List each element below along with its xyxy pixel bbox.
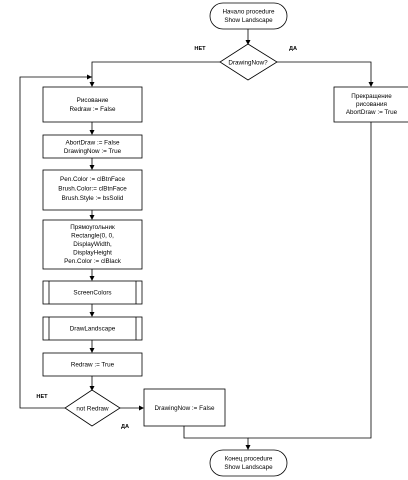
arrow-into-decision [245,40,251,45]
arrow-loop-join [87,74,92,80]
arrow-into-redraw [89,82,95,87]
edge-stop-to-end [248,122,372,439]
node-redraw-false-line-1: Рисование [77,97,109,104]
arrow-into-drawlandscape [89,312,95,317]
node-end: Конец procedure Show Landscape [209,449,288,477]
label-yes-bottom: ДА [121,424,129,430]
arrow-into-abort [89,130,95,135]
node-end-line-1: Конец procedure [225,456,273,463]
arrow-into-stop [368,82,374,87]
arrow-into-redrawtrue [89,348,95,353]
node-stop-line-2: рисования [356,101,387,108]
node-rect-line-5: Pen.Color := clBlack [64,258,122,265]
arrow-into-rect [89,215,95,220]
label-no-top: НЕТ [194,46,206,52]
arrow-into-end [245,445,251,450]
node-stop-line-3: AbortDraw := True [346,109,398,116]
node-rectangle: Прямоугольник Rectangle(0, 0, DisplayWid… [42,219,143,270]
label-no-bottom: НЕТ [36,394,48,400]
node-stop-line-1: Прекращение [351,93,392,100]
node-abort-false-line-2: DrawingNow := True [64,148,122,155]
node-end-line-2: Show Landscape [224,464,273,471]
node-start: Начало procedure Show Landscape [209,2,288,30]
node-draw-landscape-text: DrawLandscape [70,326,116,333]
node-start-line-1: Начало procedure [222,9,275,16]
node-redraw-true-text: Redraw := True [71,362,115,369]
node-abort-false-line-1: AbortDraw := False [65,140,120,147]
node-drawing-false: DrawingNow := False [143,388,226,427]
node-pen-line-2: Brush.Color:= clBtnFace [58,186,127,193]
arrow-into-redraw-decision [89,386,95,391]
node-decision-redraw: not Redraw [64,389,121,427]
node-redraw-false: Рисование Redraw := False [42,86,143,123]
node-start-line-2: Show Landscape [224,17,273,24]
arrow-into-screencolors [89,276,95,281]
node-abort-false: AbortDraw := False DrawingNow := True [42,134,143,159]
edge-decision-yes [277,61,372,86]
connectors [19,29,372,449]
edge-drawingfalse-to-end [183,426,249,449]
node-pen-line-1: Pen.Color := clBtnFace [60,176,125,183]
node-pen-brush: Pen.Color := clBtnFace Brush.Color:= clB… [42,169,143,211]
node-rect-line-1: Прямоугольник [70,224,115,231]
node-screen-colors: ScreenColors [42,280,143,305]
node-decision-drawing: DrawingNow? [219,43,278,81]
node-redraw-true: Redraw := True [42,352,143,377]
node-rect-line-3: DisplayWidth, [73,241,112,248]
arrow-into-drawingfalse [139,405,144,411]
arrowheads [87,40,374,450]
node-rect-line-2: Rectangle(0, 0, [71,233,114,240]
node-draw-landscape: DrawLandscape [42,316,143,341]
node-rect-line-4: DisplayHeight [73,250,112,257]
node-drawing-false-text: DrawingNow := False [154,405,215,412]
node-decision-redraw-text: not Redraw [76,406,109,413]
edge-decision-no [91,61,220,86]
node-screen-colors-text: ScreenColors [73,290,111,297]
node-decision-drawing-text: DrawingNow? [228,60,268,67]
label-yes-top: ДА [289,46,297,52]
edge-loop-back [19,76,92,409]
arrow-into-pen [89,165,95,170]
node-pen-line-3: Brush.Style := bsSolid [62,195,124,202]
node-redraw-false-line-2: Redraw := False [69,106,116,113]
node-stop-drawing: Прекращение рисования AbortDraw := True [333,86,408,123]
